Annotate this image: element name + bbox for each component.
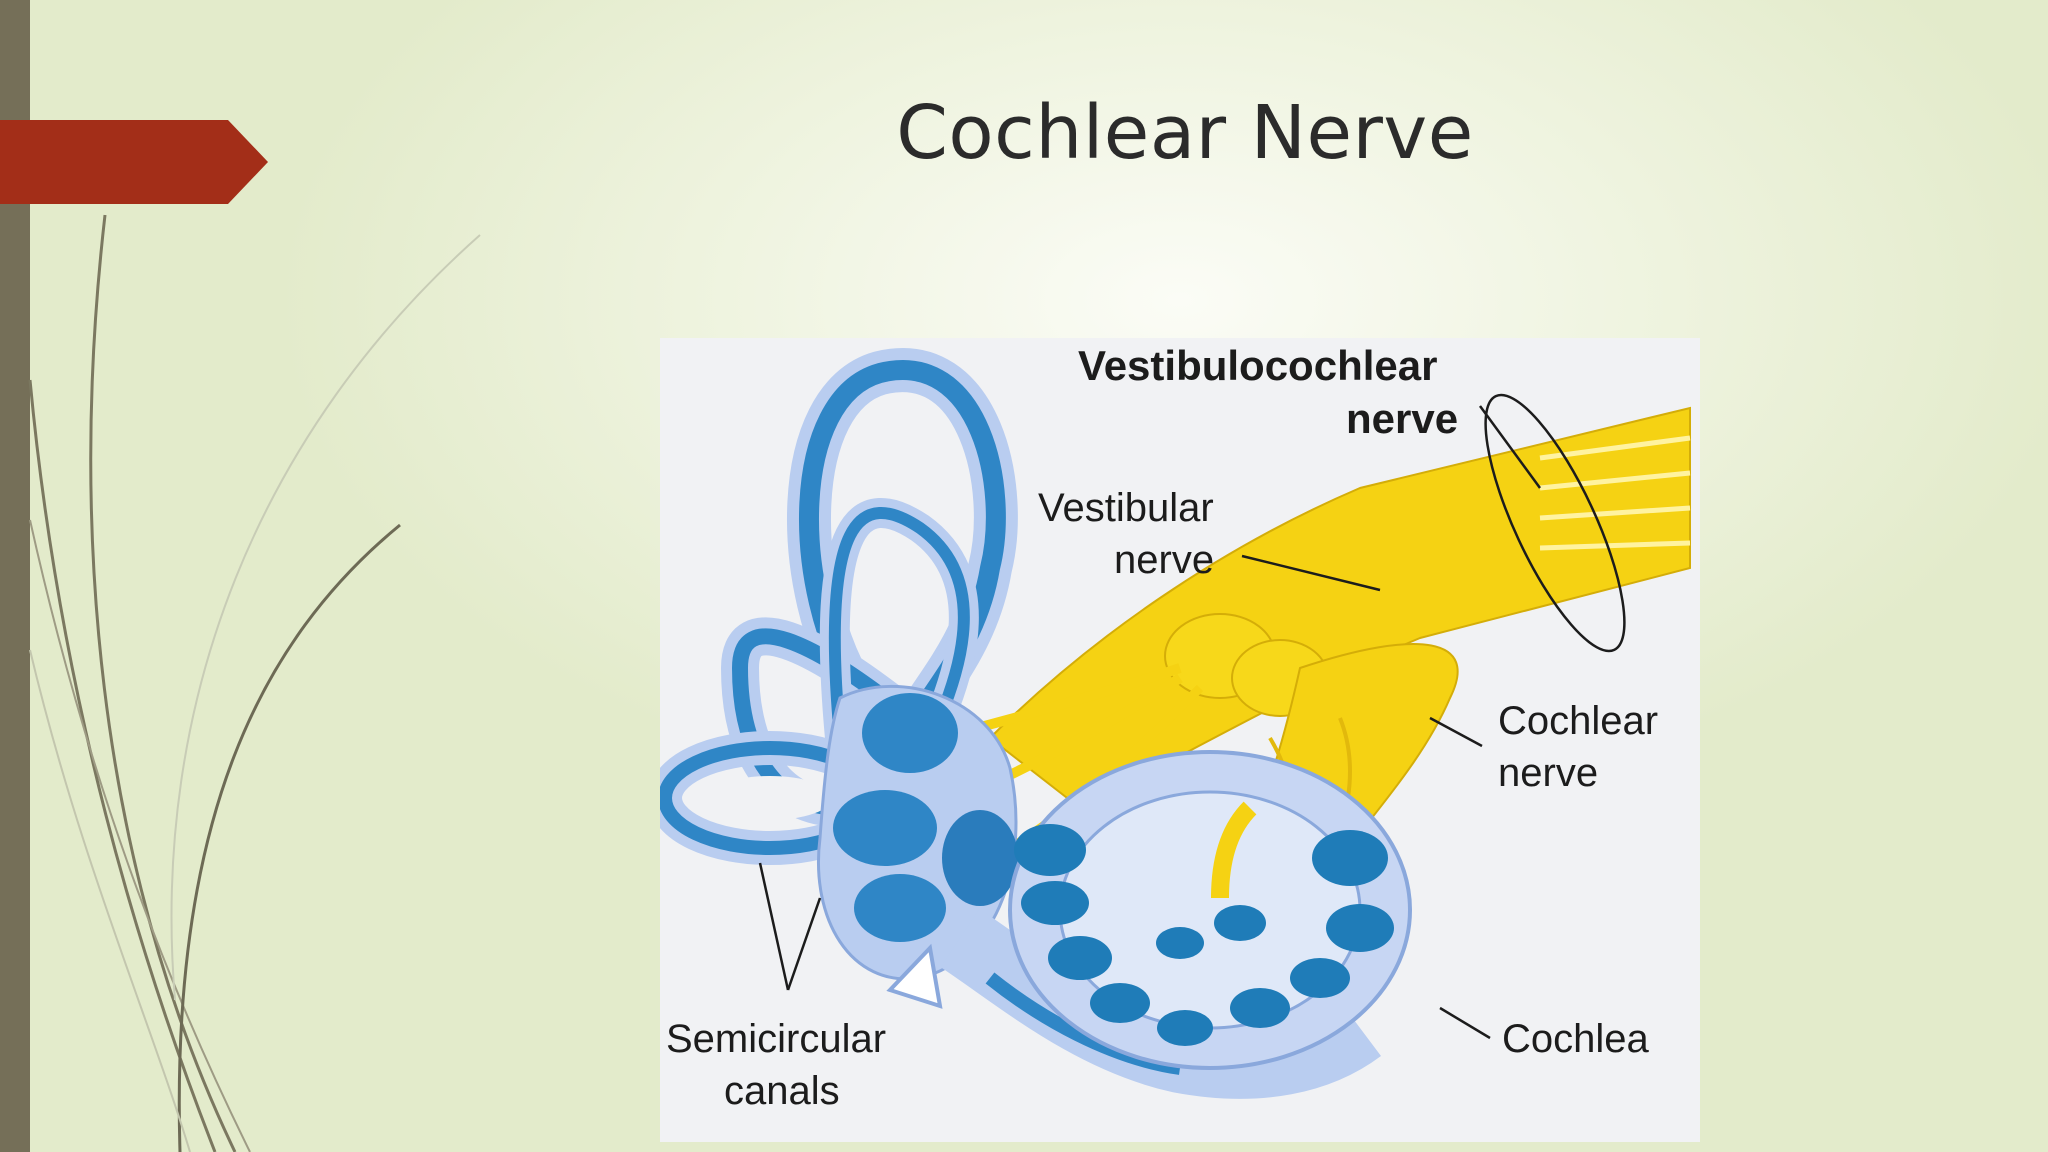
inner-ear-illustration: Vestibulocochlear nerve Vestibular nerve… bbox=[660, 342, 1691, 1113]
accent-tab-arrow bbox=[0, 120, 268, 204]
label-cochlea: Cochlea bbox=[1502, 1017, 1650, 1061]
label-vestibulocochlear-line2: nerve bbox=[1346, 395, 1458, 442]
decorative-curves bbox=[28, 214, 481, 1152]
label-semicircular-line1: Semicircular bbox=[666, 1017, 886, 1061]
label-vestibular-line1: Vestibular bbox=[1038, 486, 1214, 530]
slide-title: Cochlear Nerve bbox=[896, 90, 1474, 176]
leader-lines bbox=[758, 393, 1626, 1040]
label-vestibular-line2: nerve bbox=[1114, 538, 1214, 582]
label-semicircular-line2: canals bbox=[724, 1069, 840, 1113]
cochlea bbox=[940, 750, 1412, 1099]
label-cochlear-nerve-line2: nerve bbox=[1498, 751, 1598, 795]
inner-ear-diagram: Vestibulocochlear nerve Vestibular nerve… bbox=[660, 338, 1700, 1142]
vestibule bbox=[817, 684, 1018, 1009]
label-vestibulocochlear-line1: Vestibulocochlear bbox=[1078, 342, 1437, 389]
label-cochlear-nerve-line1: Cochlear bbox=[1498, 699, 1658, 743]
